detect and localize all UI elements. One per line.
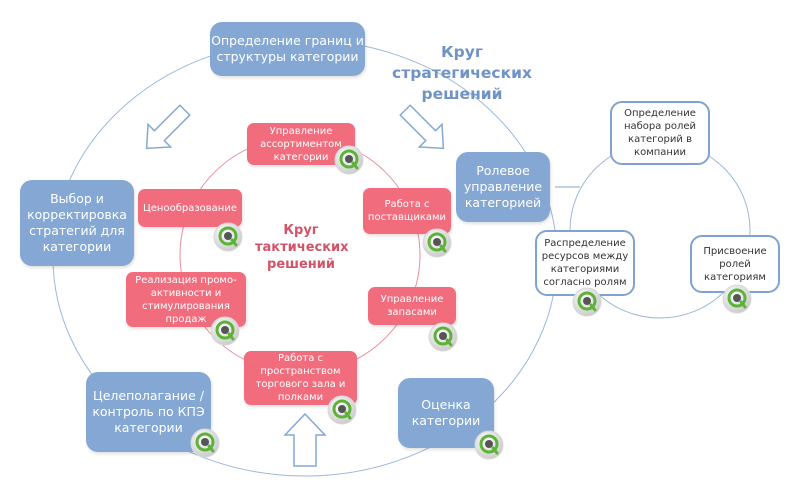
node-role-set-definition: Определение набора ролей категорий в ком… [610,101,710,165]
node-supplier-work: Работа с поставщиками [363,188,451,234]
tactical-circle-title: Круг тактических решений [255,223,349,272]
qlik-view-icon [213,222,243,252]
node-category-boundaries: Определение границ и структуры категории [210,22,365,76]
node-category-evaluation: Оценка категории [398,378,494,448]
node-role-management: Ролевое управление категорией [456,152,550,222]
qlik-view-icon [190,428,220,458]
qlik-view-icon [422,228,452,258]
qlik-view-icon [334,145,364,175]
arrow-up-icon [283,412,327,467]
qlik-view-icon [722,284,752,314]
qlik-view-icon [572,287,602,317]
node-goal-setting-kpi: Целеполагание / контроль по КПЭ категори… [86,372,211,452]
node-inventory-management: Управление запасами [368,287,456,325]
node-pricing: Ценообразование [138,189,242,227]
qlik-view-icon [210,316,240,346]
node-shelf-space: Работа с пространством торгового зала и … [244,351,357,405]
strategic-circle-title: Круг стратегических решений [392,43,532,103]
qlik-view-icon [428,322,458,352]
qlik-view-icon [474,430,504,460]
arrow-down-right-icon [145,104,191,150]
arrow-down-left-icon [399,104,445,150]
qlik-view-icon [327,395,357,425]
node-strategy-selection: Выбор и корректировка стратегий для кате… [20,180,134,266]
node-resource-allocation: Распределение ресурсов между категориями… [535,230,635,296]
